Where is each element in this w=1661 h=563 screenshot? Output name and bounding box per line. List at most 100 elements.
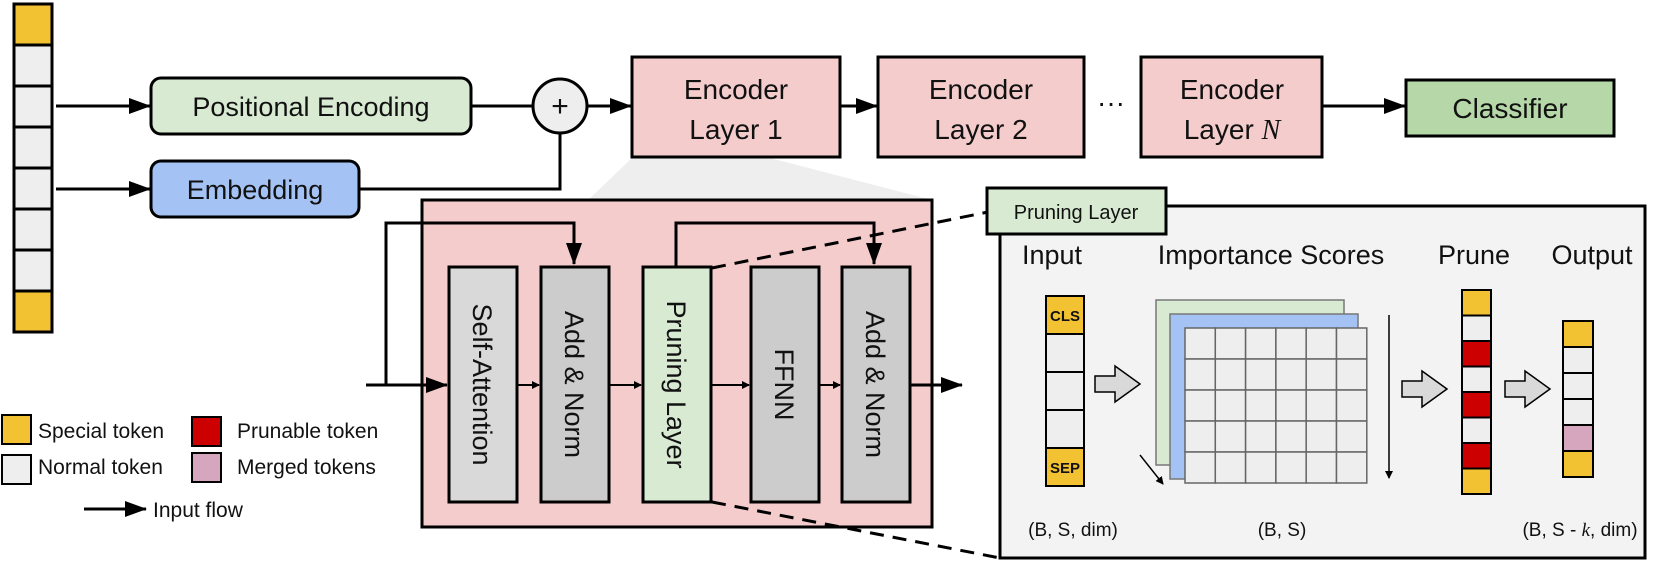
encoder-layer-n-line2: Layer N	[1184, 114, 1282, 146]
scores-shape-label: (B, S)	[1258, 520, 1307, 541]
output-special-token	[1562, 320, 1594, 348]
score-cell	[1184, 420, 1217, 453]
importance-score-grid	[1155, 299, 1368, 484]
encoder-layer-2[interactable]: Encoder Layer 2	[876, 55, 1086, 159]
add-norm-label: Add & Norm	[860, 311, 890, 458]
block-arrow-input-to-scores	[1094, 364, 1142, 404]
input-shape-label: (B, S, dim)	[1028, 520, 1118, 541]
score-cell	[1184, 451, 1217, 484]
panel-input-token-label: SEP	[1050, 460, 1080, 477]
block-arrow-scores-to-prune	[1401, 369, 1449, 409]
classifier-block[interactable]: Classifier	[1404, 78, 1616, 138]
prune-normal-token	[1461, 314, 1492, 342]
output-merged-token	[1562, 424, 1594, 452]
score-cell	[1335, 327, 1368, 360]
score-cell	[1214, 420, 1247, 453]
positional-encoding-block: Positional Encoding	[149, 76, 473, 136]
ffnn-block[interactable]	[749, 265, 821, 504]
input-token-column	[12, 2, 54, 334]
score-cell	[1305, 451, 1338, 484]
panel-input-special-token	[1045, 447, 1085, 487]
self-attention-block[interactable]	[447, 265, 519, 504]
output-shape-suffix: , dim)	[1590, 520, 1638, 541]
ffnn-label: FFNN	[769, 349, 799, 421]
output-header: Output	[1551, 240, 1633, 270]
input-column-special-token	[12, 2, 54, 47]
input-column-normal-token	[12, 125, 54, 170]
panel-input-token-label: CLS	[1050, 308, 1080, 325]
plus-icon: +	[551, 90, 569, 123]
encoder-layer-n-box[interactable]	[1139, 55, 1324, 159]
score-cell	[1305, 389, 1338, 422]
score-cell	[1335, 358, 1368, 391]
prune-normal-token	[1461, 416, 1492, 444]
score-cell	[1275, 327, 1307, 360]
output-token-column	[1562, 320, 1594, 478]
classifier-box[interactable]	[1404, 78, 1616, 138]
encoder-layer-2-line2: Layer 2	[934, 114, 1027, 145]
score-cell	[1214, 358, 1247, 391]
input-column-normal-token	[12, 84, 54, 129]
add-norm-block[interactable]	[840, 265, 912, 504]
legend-swatch-merged	[191, 452, 222, 483]
input-column-special-token	[12, 289, 54, 334]
panel-input-normal-token	[1045, 371, 1085, 411]
block-arrow-prune-to-output	[1504, 369, 1552, 409]
legend-swatch-prunable	[191, 416, 222, 447]
score-cell	[1214, 451, 1247, 484]
score-cell	[1335, 451, 1368, 484]
score-cell	[1275, 451, 1307, 484]
prune-special-token	[1461, 467, 1492, 495]
encoder-layer-2-box[interactable]	[876, 55, 1086, 159]
score-cell	[1305, 358, 1338, 391]
score-cell	[1244, 327, 1277, 360]
score-cell	[1214, 389, 1247, 422]
input-column-normal-token	[12, 43, 54, 88]
layer-stack-arrow	[1139, 454, 1164, 485]
prune-token-column	[1461, 289, 1492, 495]
self-attention-label: Self-Attention	[467, 303, 497, 465]
importance-scores-header: Importance Scores	[1158, 240, 1385, 270]
embedding-block: Embedding	[149, 159, 361, 219]
positional-encoding-label: Positional Encoding	[192, 92, 429, 122]
score-cell	[1305, 327, 1338, 360]
encoder-layer-1-line1: Encoder	[684, 74, 788, 105]
encoder-layer-1[interactable]: Encoder Layer 1	[630, 55, 842, 159]
input-column-normal-token	[12, 207, 54, 252]
zoom-wedge	[588, 158, 932, 200]
panel-input-normal-token	[1045, 409, 1085, 449]
pruning-layer-tab-label: Pruning Layer	[1014, 202, 1139, 224]
prune-prunable-token	[1461, 340, 1492, 368]
residual-connection-2	[674, 221, 882, 267]
prune-header: Prune	[1438, 240, 1510, 270]
score-cell	[1244, 358, 1277, 391]
input-column-normal-token	[12, 166, 54, 211]
output-normal-token	[1562, 346, 1594, 374]
legend-label-merged: Merged tokens	[237, 456, 376, 479]
residual-connection-1	[384, 221, 582, 385]
score-cell	[1244, 420, 1277, 453]
encoder-layer-n[interactable]: Encoder Layer N	[1139, 55, 1324, 159]
add-norm-label: Add & Norm	[559, 311, 589, 458]
legend: Special token Normal token Prunable toke…	[1, 414, 378, 522]
k-symbol: k	[1582, 520, 1591, 541]
legend-label-normal: Normal token	[38, 456, 163, 479]
embedding-label: Embedding	[187, 175, 324, 205]
score-cell	[1184, 327, 1217, 360]
output-normal-token	[1562, 372, 1594, 400]
panel-input-tokens: CLS SEP	[1045, 295, 1085, 487]
input-column-normal-token	[12, 248, 54, 293]
add-norm-block[interactable]	[539, 265, 611, 504]
score-cell	[1275, 389, 1307, 422]
encoder-layer-n-line1: Encoder	[1180, 74, 1284, 105]
prune-normal-token	[1461, 365, 1492, 393]
output-special-token	[1562, 450, 1594, 478]
legend-swatch-normal	[1, 454, 32, 485]
pruning-layer-tab-box	[985, 186, 1168, 236]
pruning-layer-block[interactable]	[641, 265, 713, 504]
legend-label-flow: Input flow	[153, 499, 244, 522]
encoder-layer-n-text: Layer	[1184, 114, 1262, 145]
score-cell	[1184, 358, 1217, 391]
